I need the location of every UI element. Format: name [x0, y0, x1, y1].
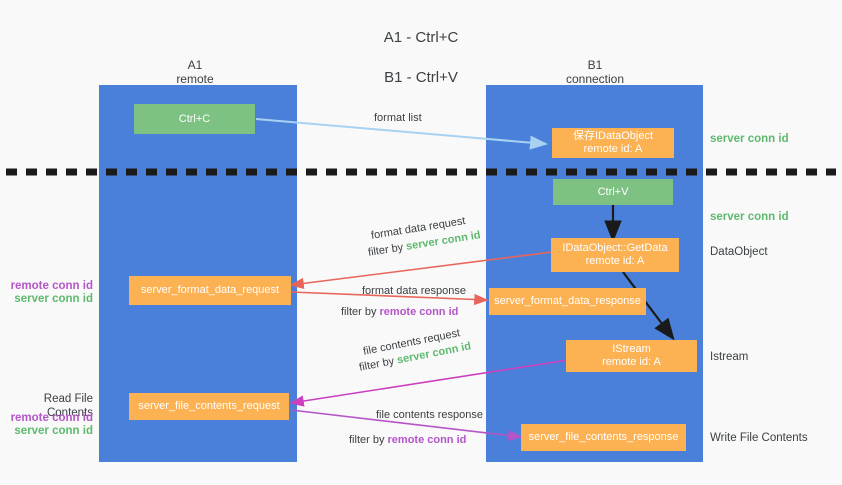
- node-ctrl-v[interactable]: Ctrl+V: [553, 179, 673, 205]
- node-server-format-data-response[interactable]: server_format_data_response: [489, 288, 646, 315]
- filter-prefix: filter by: [349, 434, 388, 446]
- annotation-read-file-contents: Read File Contents: [43, 393, 93, 419]
- node-server-format-data-request-label: server_format_data_request: [140, 284, 280, 296]
- annotation-remote-conn-id-2: remote conn id: [10, 412, 93, 424]
- node-server-file-contents-request-label: server_file_contents_request: [138, 400, 280, 412]
- column-b1-sub: connection: [565, 72, 625, 86]
- title-line-1: A1 - Ctrl+C: [383, 29, 459, 46]
- annotation-write-file-contents: Write File Contents: [710, 432, 808, 444]
- node-save-idataobject-label: 保存IDataObject remote id: A: [572, 130, 654, 155]
- node-idataobject-getdata[interactable]: IDataObject::GetData remote id: A: [551, 238, 679, 272]
- column-b1-name: B1: [587, 58, 603, 72]
- filter-value-remote-conn-id: remote conn id: [379, 306, 459, 318]
- filter-value-remote-conn-id: remote conn id: [387, 434, 467, 446]
- node-server-file-contents-response[interactable]: server_file_contents_response: [521, 424, 686, 451]
- column-a1-sub: remote: [176, 72, 214, 86]
- column-header-a1: A1 remote: [140, 58, 250, 86]
- column-header-b1: B1 connection: [540, 58, 650, 86]
- edge-label-format-data-response-filter: filter by remote conn id: [341, 305, 458, 319]
- page-title: A1 - Ctrl+C B1 - Ctrl+V: [0, 8, 842, 108]
- edge-label-format-data-response: format data response: [362, 285, 466, 297]
- title-line-2: B1 - Ctrl+V: [384, 69, 458, 86]
- node-ctrl-v-label: Ctrl+V: [597, 185, 629, 198]
- node-ctrl-c[interactable]: Ctrl+C: [134, 104, 255, 134]
- node-server-file-contents-request[interactable]: server_file_contents_request: [129, 393, 289, 420]
- filter-prefix: filter by: [367, 240, 408, 259]
- edge-label-file-contents-response-filter: filter by remote conn id: [349, 433, 466, 447]
- annotation-server-conn-id-mid: server conn id: [710, 211, 789, 223]
- column-a1-name: A1: [187, 58, 203, 72]
- node-server-format-data-request[interactable]: server_format_data_request: [129, 276, 291, 305]
- node-server-format-data-response-label: server_format_data_response: [494, 295, 641, 307]
- edge-label-format-list: format list: [374, 112, 422, 124]
- node-save-idataobject[interactable]: 保存IDataObject remote id: A: [552, 128, 674, 158]
- node-istream-label: IStream remote id: A: [602, 343, 661, 368]
- annotation-server-conn-id-2: server conn id: [14, 425, 93, 437]
- annotation-dataobject: DataObject: [710, 246, 768, 258]
- node-idataobject-getdata-label: IDataObject::GetData remote id: A: [562, 242, 668, 267]
- annotation-remote-conn-id-1: remote conn id: [10, 280, 93, 292]
- annotation-server-conn-id-top: server conn id: [710, 133, 789, 145]
- node-ctrl-c-label: Ctrl+C: [178, 112, 211, 125]
- filter-prefix: filter by: [341, 306, 380, 318]
- node-istream[interactable]: IStream remote id: A: [566, 340, 697, 372]
- annotation-istream: Istream: [710, 351, 749, 363]
- annotation-server-conn-id-1: server conn id: [14, 293, 93, 305]
- edge-label-file-contents-response: file contents response: [376, 409, 484, 421]
- node-server-file-contents-response-label: server_file_contents_response: [528, 431, 679, 443]
